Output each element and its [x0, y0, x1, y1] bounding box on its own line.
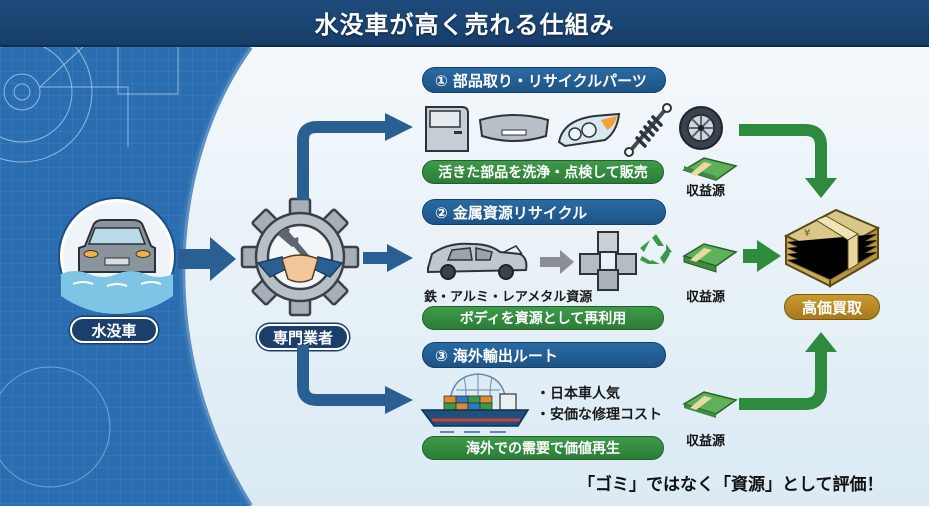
page-title: 水没車が高く売れる仕組み: [314, 11, 615, 39]
green-arrow-top: [739, 124, 827, 180]
route-3-caption: 海外での需要で価値再生: [422, 436, 664, 460]
route-1-revenue: 収益源: [686, 184, 726, 199]
money-stack-icon: [682, 391, 738, 418]
recycle-icon: [640, 234, 672, 264]
cargo-ship-icon: [420, 373, 530, 433]
arrowhead-right-icon: [757, 240, 781, 272]
door-icon: [425, 106, 469, 152]
bumper-icon: [478, 114, 550, 142]
tagline: 「ゴミ」ではなく「資源」として評価！: [578, 475, 884, 495]
arrowhead-down-icon: [805, 178, 837, 198]
arrowhead-middle-icon: [387, 244, 413, 272]
route-2-note: 鉄・アルミ・レアメタル資源: [424, 290, 593, 305]
route-3-revenue: 収益源: [686, 434, 726, 449]
route-3-title: ③ 海外輸出ルート: [422, 342, 666, 368]
route-2-title: ② 金属資源リサイクル: [422, 199, 666, 225]
metal-cubes-icon: [579, 231, 637, 291]
branch-arrows: [297, 113, 413, 414]
headlight-icon: [557, 112, 621, 148]
route-3-bullet-1: ・日本車人気: [536, 386, 620, 402]
money-stack-icon: [682, 157, 738, 181]
arrowhead-bottom-icon: [385, 386, 413, 414]
branch-arrow-top: [297, 121, 390, 200]
process-arrow-icon: [540, 250, 574, 274]
arrow-to-hub-icon: [178, 237, 236, 281]
arrowhead-top-icon: [385, 113, 413, 141]
route-1-caption: 活きた部品を洗浄・点検して販売: [422, 160, 664, 184]
wrecked-car-icon: [427, 242, 528, 280]
gear-handshake-icon: [240, 197, 360, 317]
flooded-car-icon: [58, 197, 176, 315]
route-2-revenue: 収益源: [686, 290, 726, 305]
money-stack-icon: ¥: [783, 208, 881, 288]
route-2-caption: ボディを資源として再利用: [422, 306, 664, 330]
route-1-title: ① 部品取り・リサイクルパーツ: [422, 67, 666, 93]
route-3-bullet-2: ・安価な修理コスト: [536, 407, 662, 423]
result-label: 高価買取: [784, 294, 880, 320]
source-label: 水没車: [70, 317, 158, 343]
green-arrows: [739, 124, 837, 410]
money-stack-icon: [682, 243, 738, 273]
arrowhead-up-icon: [805, 332, 837, 352]
branch-arrow-bottom: [297, 345, 390, 406]
shock-absorber-icon: [624, 103, 672, 157]
header-bar: 水没車が高く売れる仕組み: [0, 0, 929, 47]
svg-text:¥: ¥: [804, 228, 810, 239]
tire-icon: [679, 106, 723, 150]
green-arrow-bottom: [739, 350, 827, 410]
